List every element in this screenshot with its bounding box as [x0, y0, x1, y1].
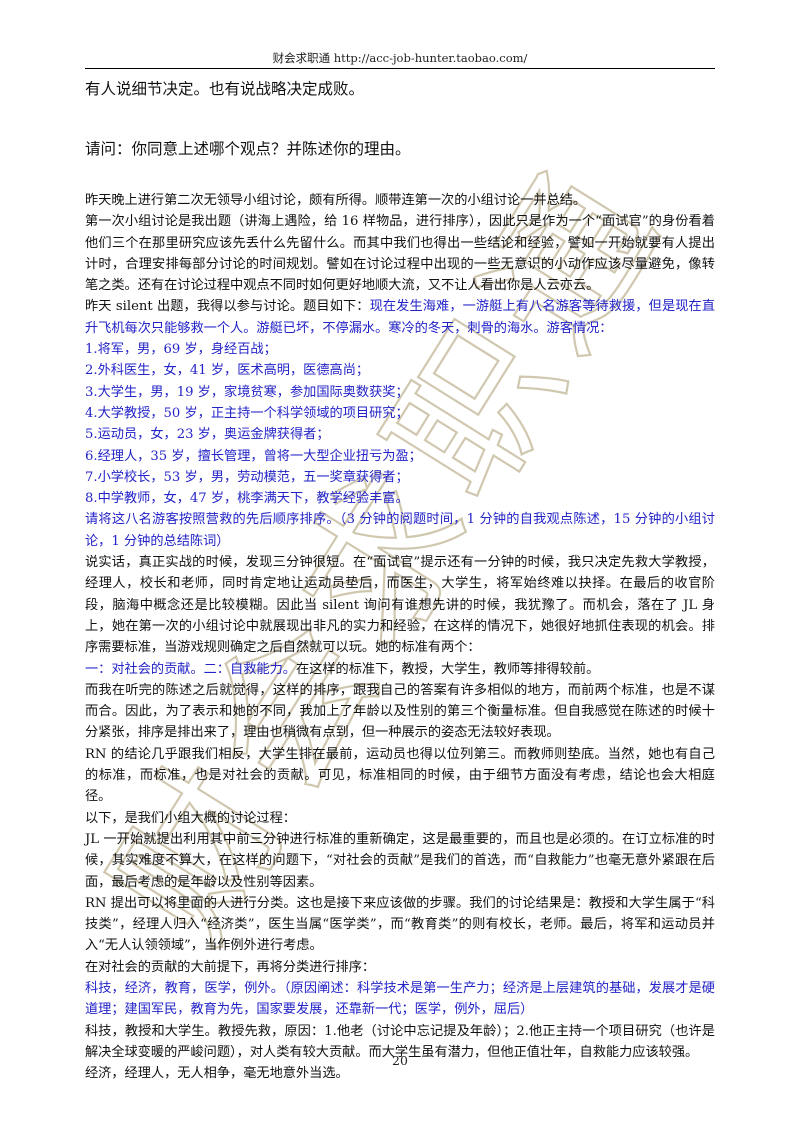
topic-scenario: 现在发生海难，一游艇上有八名游客等待救援，但是现在直升飞机每次只能够救一个人。游… [85, 299, 716, 336]
paragraph-instruction: 请将这八名游客按照营救的先后顺序排序。（3 分钟的阅题时间，1 分钟的自我观点陈… [85, 512, 715, 549]
topic-lead: 昨天 silent 出题，我得以参与讨论。题目如下： [85, 299, 370, 315]
passenger-list: 1.将军，男，69 岁，身经百战； 2.外科医生，女，41 岁，医术高明，医德高… [85, 339, 715, 509]
paragraph-my-view: 而我在听完的陈述之后就觉得，这样的排序，跟我自己的答案有许多相似的地方，而前两个… [85, 682, 715, 741]
list-item: 7.小学校长，53 岁，男，劳动模范，五一奖章获得者； [85, 469, 409, 485]
paragraph-topic: 昨天 silent 出题，我得以参与讨论。题目如下：现在发生海难，一游艇上有八名… [85, 296, 715, 339]
question-line-2: 请问：你同意上述哪个观点？并陈述你的理由。 [85, 140, 411, 158]
paragraph-standards: 一：对社会的贡献。二：自救能力。在这样的标准下，教授，大学生，教师等排得较前。 [85, 659, 715, 680]
paragraph-process-lead: 以下，是我们小组大概的讨论过程： [85, 810, 296, 826]
page-header: 财会求职通 http://acc-job-hunter.taobao.com/ [272, 51, 528, 65]
list-item: 5.运动员，女，23 岁，奥运金牌获得者； [85, 427, 330, 443]
list-item: 2.外科医生，女，41 岁，医术高明，医德高尚； [85, 363, 370, 379]
paragraph-economy: 经济，经理人，无人相争，毫无地意外当选。 [85, 1066, 349, 1082]
paragraph-jl-process: JL 一开始就提出利用其中前三分钟进行标准的重新确定，这是最重要的，而且也是必须… [85, 831, 715, 890]
paragraph-first-discussion: 第一次小组讨论是我出题（讲海上遇险，给 16 样物品，进行排序），因此只是作为一… [85, 214, 715, 294]
paragraph-tech: 科技，教授和大学生。教授先救，原因：1.他老（讨论中忘记提及年龄）；2.他正主持… [85, 1023, 715, 1060]
paragraph-classification: RN 提出可以将里面的人进行分类。这也是接下来应该做的步骤。我们的讨论结果是：教… [85, 895, 715, 954]
paragraph-intro: 昨天晚上进行第二次无领导小组讨论，颇有所得。顺带连第一次的小组讨论一并总结。 [85, 193, 587, 208]
page-content: 有人说细节决定。也有说战略决定成败。 请问：你同意上述哪个观点？并陈述你的理由。… [85, 72, 715, 1084]
paragraph-rn-view: RN 的结论几乎跟我们相反，大学生排在最前，运动员也得以位列第三。而教师则垫底。… [85, 746, 715, 805]
list-item: 4.大学教授，50 岁，正主持一个科学领域的项目研究； [85, 405, 409, 421]
standards-highlight: 一：对社会的贡献。二：自救能力。 [85, 661, 296, 677]
paragraph-reflection: 说实话，真正实战的时候，发现三分钟很短。在“面试官”提示还有一分钟的时候，我只决… [85, 555, 715, 656]
header-rule [85, 68, 715, 69]
list-item: 6.经理人，35 岁，擅长管理，曾将一大型企业扭亏为盈； [85, 448, 422, 464]
list-item: 3.大学生，男，19 岁，家境贫寒，参加国际奥数获奖； [85, 384, 409, 400]
standards-rest: 在这样的标准下，教授，大学生，教师等排得较前。 [296, 661, 600, 677]
paragraph-sort-order: 科技，经济，教育，医学，例外。（原因阐述：科学技术是第一生产力；经济是上层建筑的… [85, 980, 715, 1018]
paragraph-sort-lead: 在对社会的贡献的大前提下，再将分类进行排序： [85, 959, 376, 975]
list-item: 8.中学教师，女，47 岁，桃李满天下，教学经验丰富。 [85, 491, 409, 507]
list-item: 1.将军，男，69 岁，身经百战； [85, 342, 277, 358]
question-line-1: 有人说细节决定。也有说战略决定成败。 [85, 80, 365, 98]
page-number: 20 [392, 1053, 408, 1068]
section-spacer [85, 162, 715, 190]
